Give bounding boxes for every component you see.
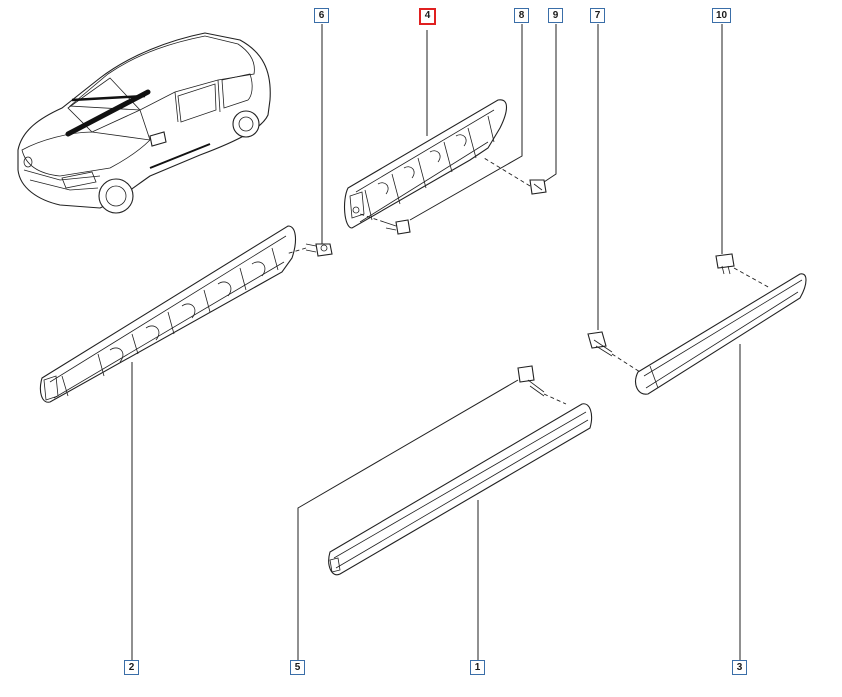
clip-9 bbox=[529, 179, 547, 195]
callout-8[interactable]: 8 bbox=[514, 8, 529, 23]
callout-2[interactable]: 2 bbox=[124, 660, 139, 675]
callout-9[interactable]: 9 bbox=[548, 8, 563, 23]
screw-8 bbox=[383, 219, 411, 235]
screw-5 bbox=[517, 365, 545, 397]
callout-6[interactable]: 6 bbox=[314, 8, 329, 23]
clip-10 bbox=[715, 253, 735, 275]
callout-7[interactable]: 7 bbox=[590, 8, 605, 23]
clip-6 bbox=[305, 243, 333, 257]
callout-4-selected[interactable]: 4 bbox=[419, 8, 436, 25]
part-3-strip bbox=[635, 273, 807, 395]
callout-5[interactable]: 5 bbox=[290, 660, 305, 675]
callout-3[interactable]: 3 bbox=[732, 660, 747, 675]
callout-1[interactable]: 1 bbox=[470, 660, 485, 675]
leader-lines bbox=[131, 24, 771, 660]
clip-7 bbox=[587, 331, 613, 357]
callout-10[interactable]: 10 bbox=[712, 8, 731, 23]
car-overview-illustration bbox=[17, 32, 271, 214]
part-4-trim bbox=[343, 99, 508, 229]
part-1-strip bbox=[328, 403, 593, 576]
part-2-trim bbox=[39, 225, 297, 403]
